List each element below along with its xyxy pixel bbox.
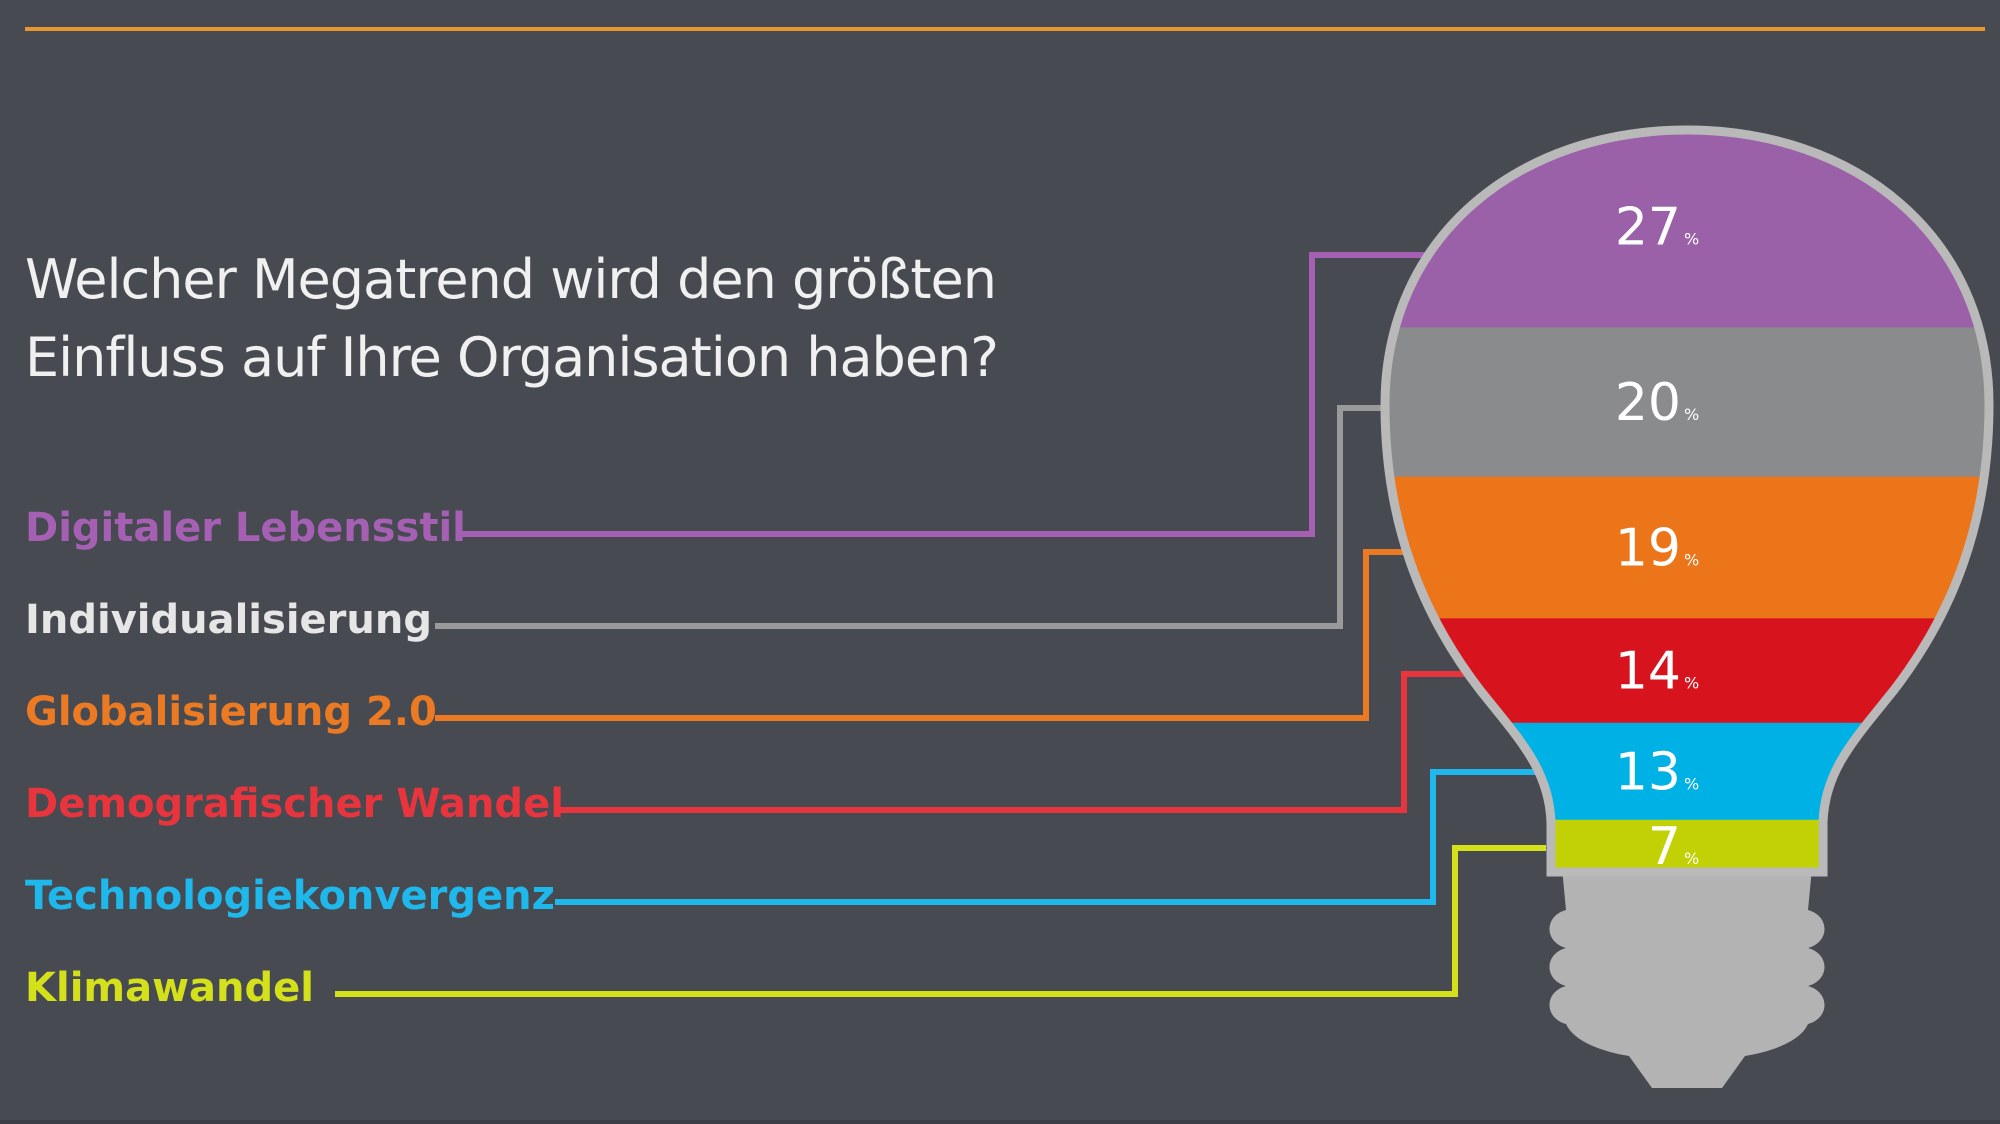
bulb-socket: [1549, 868, 1825, 1088]
pct-value-5: 13: [1615, 742, 1681, 802]
category-label-2: Individualisierung: [25, 597, 432, 643]
leader-line-4: [555, 671, 1546, 813]
pct-value-1: 27: [1615, 198, 1681, 258]
top-accent-rule: [25, 27, 1985, 31]
socket-thread: [1549, 868, 1825, 1088]
category-label-6: Klimawandel: [25, 965, 314, 1011]
pct-unit-3: %: [1684, 550, 1699, 569]
chart-title-line-1: Welcher Megatrend wird den größten: [25, 248, 997, 312]
leader-line-5: [555, 769, 1575, 905]
category-label-3: Globalisierung 2.0: [25, 689, 437, 735]
pct-value-2: 20: [1615, 373, 1681, 433]
band-2: [1385, 327, 1989, 478]
pct-unit-4: %: [1684, 674, 1699, 693]
pct-unit-2: %: [1684, 405, 1699, 424]
pct-value-6: 7: [1648, 817, 1681, 877]
band-1: [1385, 130, 1989, 328]
leader-lines: [335, 252, 1575, 997]
category-label-5: Technologiekonvergenz: [25, 873, 555, 919]
leader-line-6: [335, 845, 1546, 997]
leader-line-3: [435, 549, 1430, 721]
category-label-1: Digitaler Lebensstil: [25, 505, 466, 551]
leader-line-2: [435, 405, 1384, 629]
pct-unit-5: %: [1684, 774, 1699, 793]
pct-value-3: 19: [1615, 518, 1681, 578]
chart-title-line-2: Einfluss auf Ihre Organisation haben?: [25, 326, 999, 390]
percentage-labels: 27%20%19%14%13%7%: [1615, 198, 1699, 877]
pct-unit-1: %: [1684, 230, 1699, 249]
bulb-outline: [1380, 125, 1994, 877]
pct-unit-6: %: [1684, 849, 1699, 868]
bottom-rule: [0, 1120, 2000, 1124]
chart-title: Welcher Megatrend wird den größten Einfl…: [25, 241, 1125, 397]
leader-line-1: [460, 252, 1442, 537]
category-label-4: Demografischer Wandel: [25, 781, 564, 827]
pct-value-4: 14: [1615, 642, 1681, 702]
band-3: [1385, 476, 1989, 619]
